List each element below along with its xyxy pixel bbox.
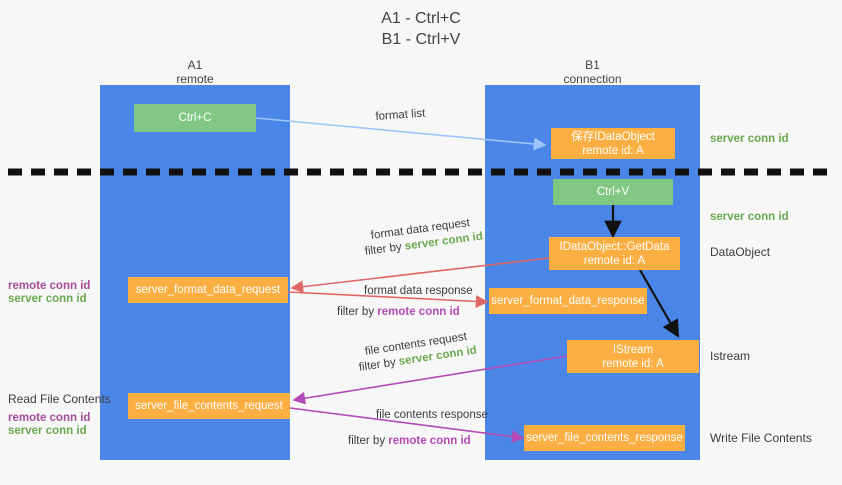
flow-label-format-data-response-filter: filter by remote conn id [337, 305, 460, 320]
box-ctrl-c-label: Ctrl+C [178, 112, 212, 124]
flow-label-format-data-response-line1: format data response [364, 285, 473, 297]
box-save-idataobject-line1: 保存IDataObject [571, 130, 655, 143]
flow-label-file-contents-response-filter: filter by remote conn id [348, 434, 471, 449]
box-getdata-line1: IDataObject::GetData [559, 240, 670, 253]
page-title: A1 - Ctrl+C B1 - Ctrl+V [381, 10, 461, 48]
box-server-format-data-request[interactable]: server_format_data_request [128, 277, 288, 303]
box-ctrl-c[interactable]: Ctrl+C [134, 104, 256, 132]
filter-prefix: filter by [364, 240, 406, 258]
box-idataobject-getdata[interactable]: IDataObject::GetData remote id: A [549, 237, 680, 270]
box-istream[interactable]: IStream remote id: A [567, 340, 699, 373]
box-ctrl-v-label: Ctrl+V [596, 186, 630, 198]
label-server-conn-id-2: server conn id [8, 425, 87, 437]
filter-value-remote-conn-id: remote conn id [377, 306, 460, 318]
label-server-conn-id-1: server conn id [8, 293, 87, 305]
flow-label-format-list: format list [375, 107, 426, 123]
box-getdata-line2: remote id: A [583, 254, 646, 267]
box-save-idataobject[interactable]: 保存IDataObject remote id: A [551, 128, 675, 159]
box-server-format-data-response-label: server_format_data_response [491, 295, 645, 307]
box-ctrl-v[interactable]: Ctrl+V [553, 179, 673, 205]
box-server-format-data-request-label: server_format_data_request [135, 284, 281, 296]
box-istream-line1: IStream [612, 343, 654, 356]
filter-prefix: filter by [337, 306, 378, 318]
filter-value-remote-conn-id: remote conn id [388, 435, 471, 447]
box-server-file-contents-response[interactable]: server_file_contents_response [524, 425, 685, 451]
flow-label-file-contents-response-line1: file contents response [376, 409, 488, 421]
box-server-file-contents-request-label: server_file_contents_request [135, 400, 283, 412]
label-write-file-contents: Write File Contents [710, 431, 812, 445]
box-server-file-contents-request[interactable]: server_file_contents_request [128, 393, 290, 419]
filter-prefix: filter by [358, 356, 400, 374]
filter-prefix: filter by [348, 435, 389, 447]
label-server-conn-id-mid: server conn id [710, 211, 789, 223]
lane-header-a1: A1 remote [176, 58, 214, 86]
label-dataobject: DataObject [710, 245, 771, 259]
box-save-idataobject-line2: remote id: A [582, 144, 644, 157]
label-read-file-contents: Read File Contents [8, 392, 111, 406]
box-server-format-data-response[interactable]: server_format_data_response [489, 288, 647, 314]
label-remote-conn-id-1: remote conn id [8, 280, 91, 292]
label-remote-conn-id-2: remote conn id [8, 412, 91, 424]
label-server-conn-id-top: server conn id [710, 133, 789, 145]
box-istream-line2: remote id: A [602, 357, 664, 370]
label-istream: Istream [710, 349, 751, 363]
lane-header-b1: B1 connection [563, 58, 622, 86]
box-server-file-contents-response-label: server_file_contents_response [526, 432, 683, 444]
